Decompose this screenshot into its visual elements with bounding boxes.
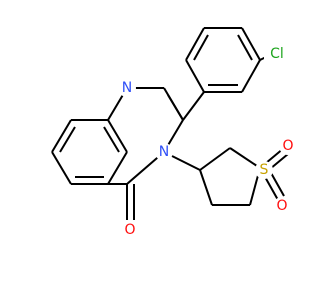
bond <box>241 27 261 61</box>
bond <box>185 27 205 61</box>
atom-label-o-carbonyl: O <box>124 222 135 238</box>
bond-inner <box>103 126 120 153</box>
atom-label-n1: N <box>122 80 132 96</box>
atom-o-carbonyl: O <box>121 221 139 239</box>
atom-label-cl: Cl <box>270 46 284 62</box>
bond <box>51 151 72 185</box>
atom-s: S <box>255 161 273 179</box>
bond <box>199 147 231 171</box>
atom-label-o-sulfonyl-2: O <box>276 198 287 214</box>
atom-label-s: S <box>260 162 269 178</box>
bond <box>199 169 213 206</box>
bond-lines <box>51 27 289 220</box>
bond <box>51 119 72 153</box>
atom-o-sulfonyl-1: O <box>279 137 297 155</box>
bond-inner <box>59 126 76 153</box>
bond-inner <box>193 34 209 61</box>
bond <box>229 147 261 169</box>
atom-o-sulfonyl-2: O <box>273 197 291 215</box>
bond-inner <box>237 34 253 61</box>
bond <box>185 59 205 93</box>
bond-inner <box>167 94 184 121</box>
bond <box>182 91 205 121</box>
atom-labels: N N O S O O Cl <box>118 44 297 239</box>
atom-cl: Cl <box>264 44 290 64</box>
molecule-structure: N N O S O O Cl <box>51 27 297 239</box>
atom-label-n3: N <box>159 144 169 160</box>
bond <box>107 151 128 185</box>
atom-n1: N <box>118 79 136 97</box>
bond <box>107 119 128 153</box>
atom-n3: N <box>155 143 173 161</box>
atom-label-o-sulfonyl-1: O <box>282 138 293 154</box>
bond <box>241 59 261 93</box>
